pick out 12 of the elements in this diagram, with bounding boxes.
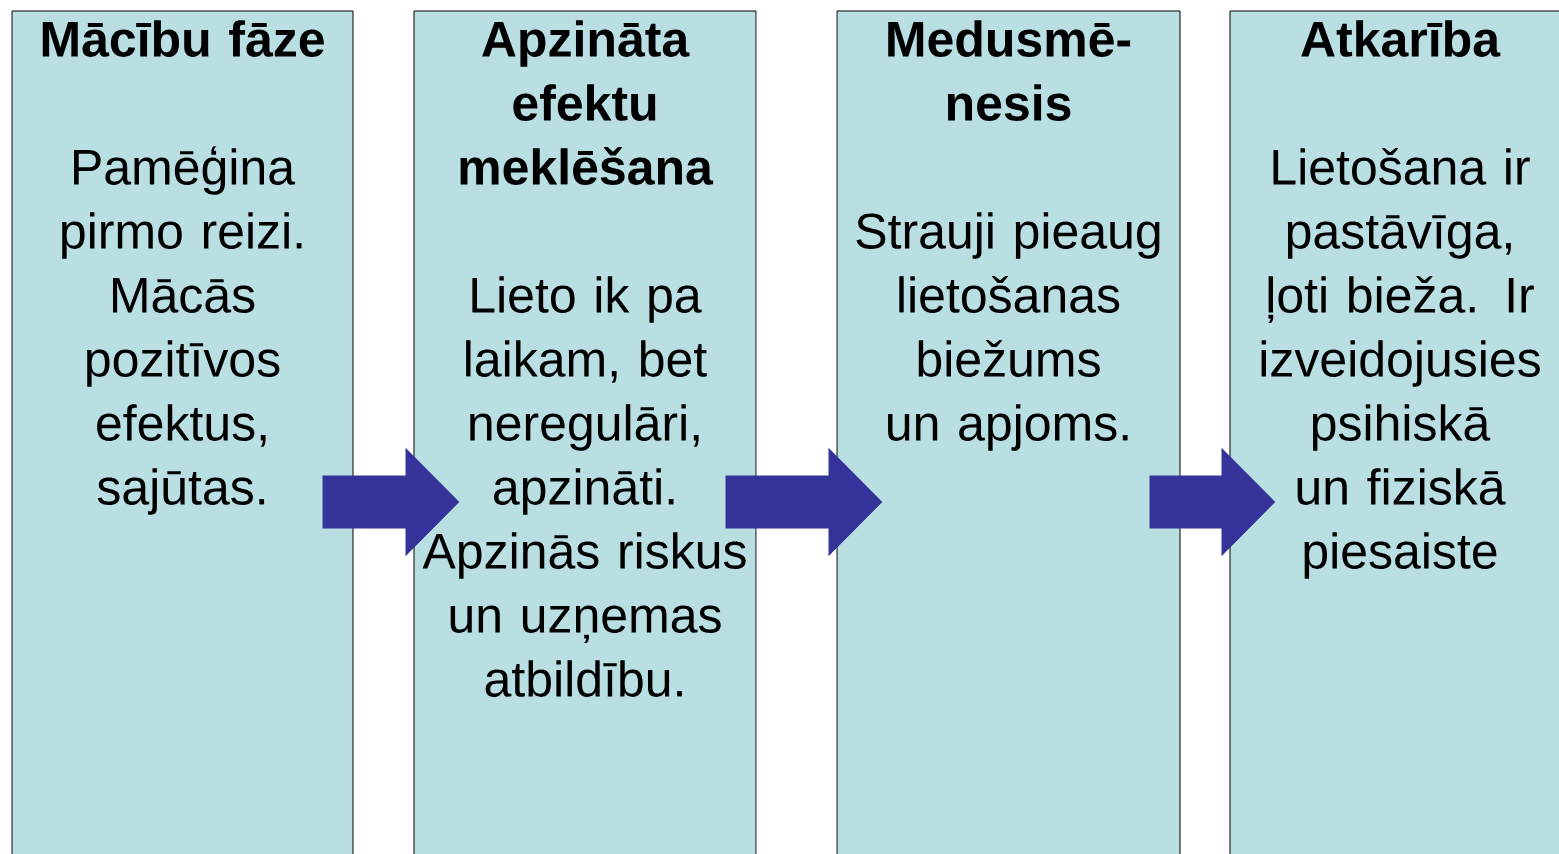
phase-description: Lieto ik pa laikam, bet neregulāri, apzināti. Apzinās riskus un uzņemas atbildību.	[422, 276, 746, 697]
phase-heading: Atkarība	[1301, 20, 1501, 57]
phase-heading: Medusmē-nesis	[888, 20, 1131, 121]
phase-heading: Apzināta efektu meklēšana	[460, 20, 714, 185]
phase-heading: Mācību fāze	[42, 20, 324, 57]
phase-box	[11, 10, 354, 854]
phase-description: Strauji pieaug lietošanas biežums un apjoms.	[856, 212, 1160, 451]
phase-box	[1229, 10, 1559, 854]
phase-box	[836, 10, 1181, 854]
phase-description: Lietošana ir pastāvīga, ļoti bieža. Ir izveidojusies psihiskā un fiziskā piesaiste	[1261, 148, 1540, 579]
phase-box	[413, 10, 757, 854]
phase-description: Pamēģina pirmo reizi. Mācās pozitīvos efektus, sajūtas.	[62, 146, 302, 515]
